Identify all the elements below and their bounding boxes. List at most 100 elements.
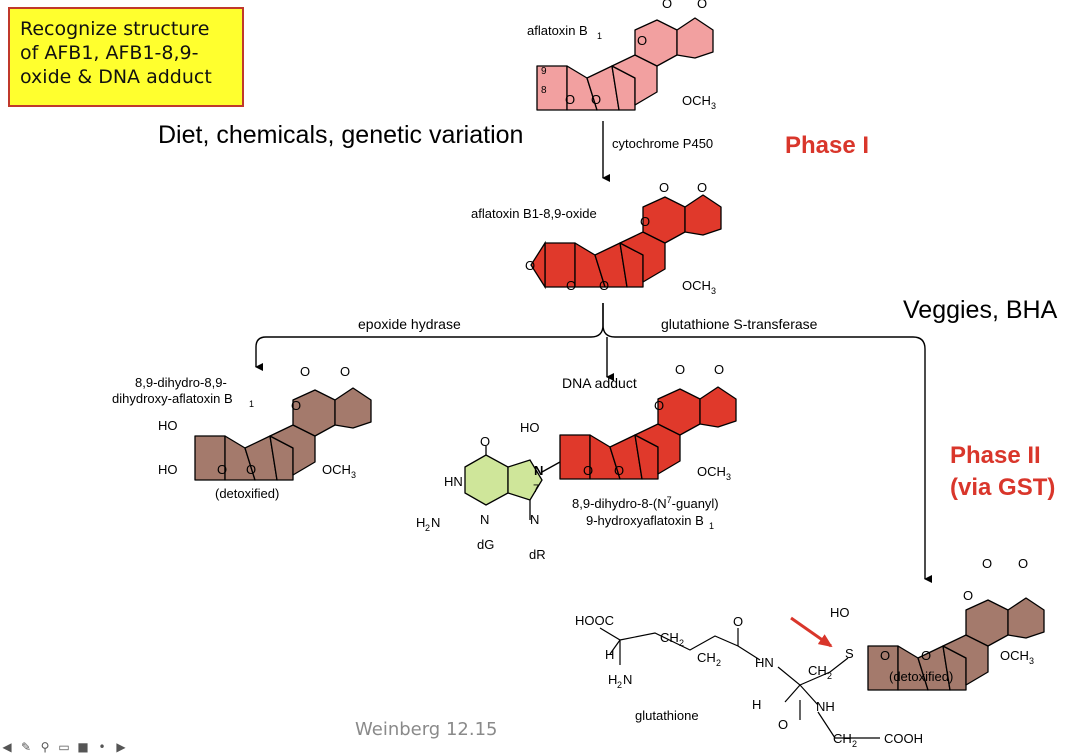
guanine-base — [464, 446, 561, 520]
amide-oxygen: O — [733, 614, 743, 629]
carbonyl-oxygen: O — [675, 362, 685, 377]
furan-oxygen: O — [565, 92, 575, 107]
branch-arrows — [255, 303, 932, 583]
figure-credit: Weinberg 12.15 — [355, 719, 498, 740]
lactone-oxygen: O — [291, 398, 301, 413]
adduct-hydroxyl: HO — [520, 420, 540, 435]
thioether-sulfur: S — [845, 646, 854, 661]
oxide-name: aflatoxin B1-8,9-oxide — [471, 206, 597, 221]
ketone-oxygen: O — [697, 0, 707, 11]
methoxy-subscript: 3 — [351, 470, 356, 480]
captions-icon[interactable]: ▭ — [58, 740, 70, 754]
cys-hydrogen: H — [752, 697, 761, 712]
ketone-oxygen: O — [1018, 556, 1028, 571]
dihydrodiol-name-line2: dihydroxy-aflatoxin B — [112, 391, 233, 406]
ketone-oxygen: O — [714, 362, 724, 377]
glu-amino: H — [608, 672, 617, 687]
glutathione-label: glutathione — [635, 708, 699, 723]
carbonyl-oxygen: O — [300, 364, 310, 379]
dg-label: dG — [477, 537, 494, 552]
ch2-label-2: CH — [697, 650, 716, 665]
methoxy-label: OCH — [1000, 648, 1029, 663]
ch2-label-1: CH — [660, 630, 679, 645]
dihydrodiol-name-line1: 8,9-dihydro-8,9- — [135, 375, 227, 390]
dihydrodiol-subscript: 1 — [249, 399, 254, 409]
pyran-oxygen: O — [614, 463, 624, 478]
conjugate-detox-note: (detoxified) — [889, 669, 953, 684]
carbonyl-oxygen: O — [662, 0, 672, 11]
furan-oxygen: O — [566, 278, 576, 293]
highlight-arrow — [790, 616, 833, 648]
adduct-subscript: 1 — [709, 521, 714, 531]
glu-amino-subscript: 2 — [617, 680, 622, 690]
study-note: Recognize structure of AFB1, AFB1-8,9-ox… — [8, 7, 244, 107]
cooh-label: COOH — [884, 731, 923, 746]
arrow-p450: cytochrome P450 — [602, 121, 713, 182]
hydroxyl-8: HO — [158, 462, 178, 477]
carbonyl-oxygen: O — [982, 556, 992, 571]
pyran-oxygen: O — [921, 648, 931, 663]
dihydrodiol-detox-note: (detoxified) — [215, 486, 279, 501]
lactone-oxygen: O — [654, 398, 664, 413]
structure-gsh-conjugate: HO O O O O O OCH 3 (detoxified) S HOOC — [575, 556, 1045, 749]
amino-group: H — [416, 515, 425, 530]
pyran-oxygen: O — [599, 278, 609, 293]
structure-dna-adduct: DNA adduct HO O O O O O OCH 3 O HN N 7 N… — [416, 362, 737, 562]
search-icon[interactable]: ⚲ — [40, 740, 50, 754]
ketone-oxygen: O — [340, 364, 350, 379]
glu-amino-nitrogen: N — [623, 672, 632, 687]
amino-subscript: 2 — [425, 523, 430, 533]
hydroxyl-9: HO — [158, 418, 178, 433]
methoxy-subscript: 3 — [1029, 656, 1034, 666]
position-9-label: 9 — [541, 66, 547, 77]
amino-nitrogen: N — [431, 515, 440, 530]
carbonyl-oxygen: O — [659, 180, 669, 195]
forward-icon[interactable]: ▶ — [116, 740, 126, 754]
guanine-carbonyl: O — [480, 434, 490, 449]
more-icon[interactable]: • — [98, 740, 106, 754]
methoxy-label: OCH — [682, 278, 711, 293]
ch2-subscript-1: 2 — [679, 638, 684, 648]
guanine-n7: N — [534, 463, 543, 478]
structure-aflatoxin-b1: aflatoxin B 1 9 8 O O O O O OCH 3 — [527, 0, 716, 111]
methoxy-label: OCH — [322, 462, 351, 477]
epoxide-hydrase-label: epoxide hydrase — [358, 316, 461, 332]
afb1-subscript: 1 — [597, 31, 602, 41]
amide-nh: HN — [755, 655, 774, 670]
camera-icon[interactable]: ■ — [77, 740, 89, 754]
methoxy-subscript: 3 — [726, 472, 731, 482]
ch2-subscript-4: 2 — [852, 739, 857, 749]
methoxy-subscript: 3 — [711, 286, 716, 296]
afb1-name: aflatoxin B — [527, 23, 588, 38]
veggies-annotation: Veggies, BHA — [903, 296, 1058, 324]
diet-annotation: Diet, chemicals, genetic variation — [158, 121, 524, 149]
ch2-label-3: CH — [808, 663, 827, 678]
alpha-hydrogen: H — [605, 647, 614, 662]
adduct-name-line2: 9-hydroxyaflatoxin B — [586, 513, 704, 528]
glutathione-skeleton — [599, 627, 880, 739]
epoxide-oxygen: O — [525, 258, 535, 273]
adduct-title: DNA adduct — [562, 375, 637, 391]
pyran-oxygen: O — [591, 92, 601, 107]
lactone-oxygen: O — [637, 33, 647, 48]
p450-label: cytochrome P450 — [612, 136, 713, 151]
methoxy-label: OCH — [682, 93, 711, 108]
n7-position: 7 — [533, 483, 539, 495]
back-icon[interactable]: ◀ — [2, 740, 12, 754]
lactone-oxygen: O — [640, 214, 650, 229]
gst-label: glutathione S-transferase — [661, 316, 818, 332]
structure-dihydrodiol: 8,9-dihydro-8,9- dihydroxy-aflatoxin B 1… — [112, 364, 372, 501]
position-8-label: 8 — [541, 85, 547, 96]
conjugate-hydroxyl: HO — [830, 605, 850, 620]
furan-oxygen: O — [880, 648, 890, 663]
phase-two-label: Phase II (via GST) — [950, 442, 1056, 501]
guanine-n1: HN — [444, 474, 463, 489]
gly-nh: NH — [816, 699, 835, 714]
phase-one-label: Phase I — [785, 132, 870, 159]
guanine-n3: N — [480, 512, 489, 527]
dr-label: dR — [529, 547, 546, 562]
furan-oxygen: O — [583, 463, 593, 478]
furan-oxygen: O — [217, 462, 227, 477]
pencil-icon[interactable]: ✎ — [20, 740, 32, 754]
